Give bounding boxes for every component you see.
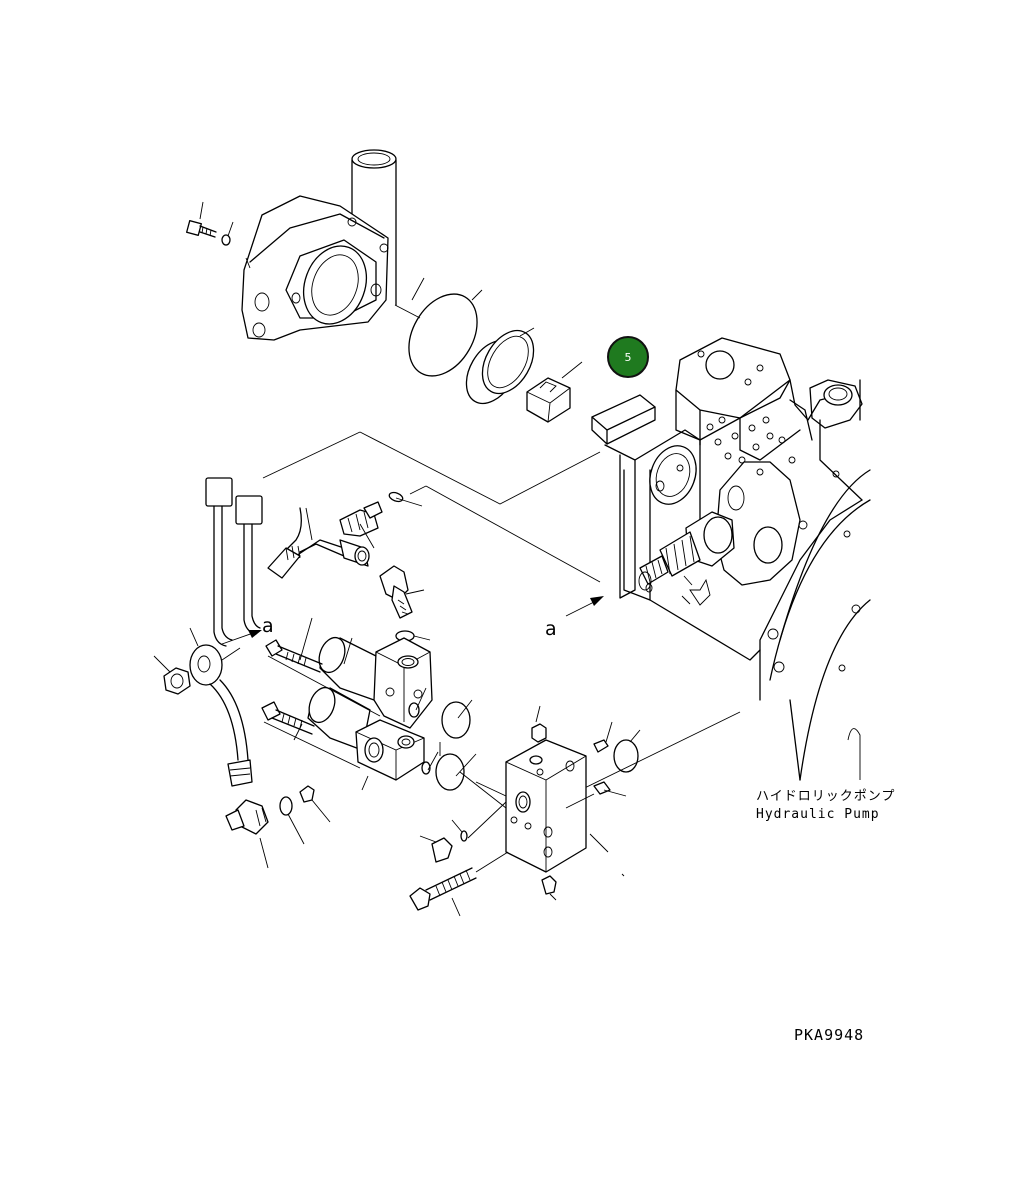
flange-oring — [408, 289, 483, 377]
manifold-long-bolt — [409, 867, 477, 911]
long-bolt-upper — [265, 639, 323, 673]
pump-regulator — [638, 511, 735, 593]
hex-nut — [163, 667, 191, 695]
pump-label-en: Hydraulic Pump — [756, 807, 880, 822]
ref-arrow-left — [221, 630, 262, 645]
hydraulic-pump-body — [591, 337, 871, 781]
sensor-cable-2 — [235, 495, 263, 635]
bent-tube — [267, 507, 370, 579]
suction-flange — [241, 149, 397, 341]
casing-bolt-holes — [706, 416, 796, 464]
long-bolt-lower — [261, 701, 315, 735]
adapter-fitting — [339, 501, 383, 537]
flange-sleeve — [465, 327, 535, 405]
spacer-block — [526, 361, 583, 423]
solenoid-valve-lower — [307, 686, 425, 781]
callout-marker-5[interactable]: 5 — [607, 336, 649, 378]
drawing-code: PKA9948 — [794, 1026, 864, 1044]
pump-label-jp: ハイドロリックポンプ — [756, 789, 895, 804]
ref-label-a-right: a — [545, 618, 557, 640]
elbow-fitting-lower — [225, 799, 269, 835]
manifold-block — [505, 739, 587, 873]
sensor-cable-1 — [205, 477, 233, 647]
elbow-fitting — [379, 565, 413, 619]
ref-label-a-left: a — [262, 615, 274, 637]
callout-number: 5 — [625, 351, 632, 364]
flange-bolt — [186, 220, 231, 246]
ref-arrow-right — [565, 596, 604, 617]
washer-clamp — [189, 644, 253, 787]
